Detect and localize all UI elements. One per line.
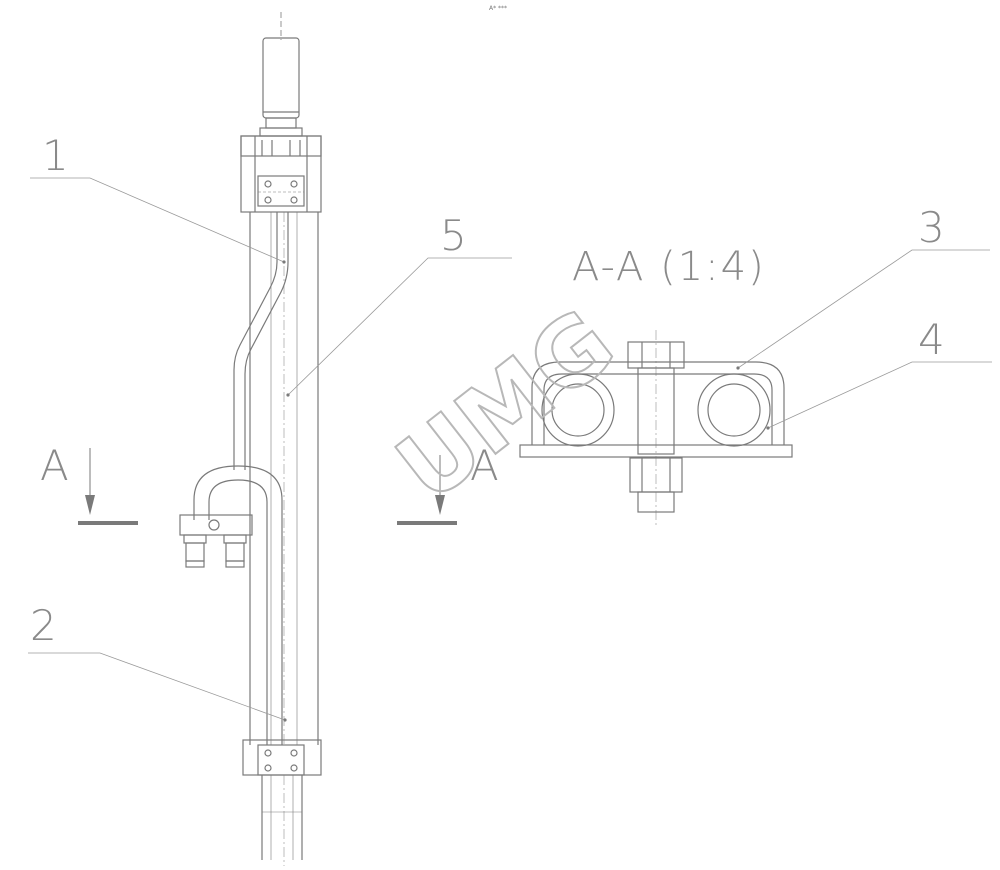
bolt: [627, 330, 685, 525]
callout-5-label: 5: [440, 211, 467, 260]
callout-5: 5: [286, 211, 512, 397]
main-tube: [249, 212, 319, 745]
callout-2-label: 2: [30, 601, 57, 650]
section-view-title: A-A (1:4): [572, 244, 766, 290]
section-marker-left-label: A: [40, 441, 69, 490]
section-marker-right: A: [397, 441, 499, 525]
top-note: A* ***: [489, 5, 507, 12]
u-clamp-strap: [531, 361, 785, 445]
loop-clamp: [179, 514, 253, 568]
right-pipe-outer: [697, 373, 771, 447]
left-pipe-outer: [541, 373, 615, 447]
callout-3: 3: [736, 203, 990, 370]
main-assembly-view: [179, 12, 322, 866]
callout-2: 2: [28, 601, 287, 722]
base-plate: [519, 444, 793, 458]
section-marker-left: A: [40, 441, 138, 525]
u-bend-loop: [193, 465, 283, 745]
top-rod: [262, 37, 300, 119]
section-marker-right-label: A: [470, 441, 499, 490]
callout-3-label: 3: [918, 203, 945, 252]
top-clamp-block: [240, 135, 322, 213]
callout-1-label: 1: [42, 131, 69, 180]
callout-1: 1: [30, 131, 286, 264]
section-view: [519, 330, 793, 525]
callout-4: 4: [766, 315, 992, 430]
bottom-clamp-block: [242, 739, 322, 776]
callout-4-label: 4: [918, 315, 945, 364]
bent-pipe: [233, 212, 289, 470]
watermark: UMG: [378, 289, 634, 522]
bottom-rod: [261, 775, 303, 866]
